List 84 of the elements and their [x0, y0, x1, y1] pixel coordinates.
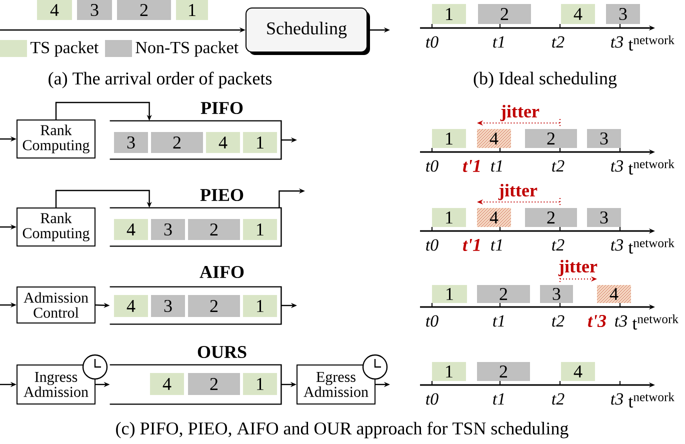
packet-block: 1: [243, 132, 277, 153]
packet-block: 1: [432, 208, 466, 227]
tick-label: t0: [426, 160, 438, 172]
packet-block: 2: [525, 129, 577, 148]
process-box: Egress Admission: [296, 364, 376, 404]
tick-label: t1: [493, 393, 504, 405]
packet-block: 1: [432, 285, 467, 303]
packet-block: 3: [540, 285, 573, 303]
packet-block: 4: [114, 295, 148, 317]
packet-block: 2: [188, 295, 240, 317]
tick-label: t0: [426, 393, 438, 405]
tick-label: t1: [493, 315, 504, 327]
tick-label: t'3: [588, 314, 606, 328]
process-box: Ingress Admission: [16, 364, 96, 404]
packet-block: 3: [151, 295, 185, 317]
packet-block: 3: [606, 4, 640, 24]
packet-block: 2: [477, 285, 530, 303]
packet-block: 3: [587, 129, 621, 148]
tick-label: t1: [491, 239, 502, 251]
packet-block: 4: [114, 219, 148, 240]
packet-block: 2: [151, 132, 203, 153]
tick-label: t0: [426, 239, 438, 251]
tick-label: t2: [552, 239, 564, 251]
tick-label: t'1: [463, 160, 480, 172]
packet-block: 4: [206, 132, 240, 153]
tick-label: t3: [611, 393, 624, 405]
tick-label: t3: [611, 160, 624, 172]
tick-label: t3: [611, 36, 624, 48]
packet-block: 4: [561, 4, 595, 24]
scheduler-box: Scheduling: [246, 8, 370, 55]
legend-label: Non-TS packet: [136, 41, 238, 57]
tick-label: t3: [611, 239, 624, 251]
tick-label: t2: [552, 36, 564, 48]
packet-block: 2: [478, 4, 531, 24]
hatched-packet: 4: [490, 212, 498, 224]
process-box: Rank Computing: [16, 120, 96, 158]
packet-block: 1: [432, 362, 466, 381]
packet-block: 4: [37, 0, 72, 20]
packet-block: 2: [188, 373, 240, 395]
process-box: Admission Control: [16, 286, 96, 324]
queue-title: PIFO: [200, 102, 243, 114]
packet-block: 2: [525, 208, 577, 227]
tick-label: t2: [552, 393, 564, 405]
axis-label: t$^{network}$: [632, 314, 678, 330]
tick-label: t1: [491, 160, 502, 172]
axis-label: t$^{network}$: [628, 392, 674, 408]
caption: (b) Ideal scheduling: [474, 72, 617, 88]
tick-label: t1: [493, 36, 504, 48]
packet-block: 3: [77, 0, 112, 20]
packet-block: 3: [151, 219, 185, 240]
caption: (a) The arrival order of packets: [48, 72, 272, 88]
packet-block: 2: [477, 362, 530, 381]
jitter-label: jitter: [500, 104, 540, 122]
axis-label: t$^{network}$: [628, 35, 674, 51]
axis-label: t$^{network}$: [628, 159, 674, 175]
packet-block: 1: [243, 219, 277, 240]
packet-block: 1: [243, 295, 277, 317]
hatched-packet: 4: [610, 288, 618, 300]
tick-label: t0: [426, 36, 438, 48]
packet-block: 2: [117, 0, 171, 20]
legend-label: TS packet: [30, 41, 99, 57]
tick-label: t0: [426, 315, 438, 327]
queue-title: OURS: [198, 346, 246, 358]
tick-label: t2: [552, 315, 564, 327]
packet-block: 4: [150, 373, 184, 395]
jitter-label: jitter: [558, 260, 598, 276]
packet-block: 3: [587, 208, 621, 227]
queue-title: PIEO: [200, 188, 244, 202]
jitter-label: jitter: [498, 184, 538, 200]
packet-block: 1: [432, 4, 466, 24]
packet-block: 1: [176, 0, 208, 20]
tick-label: t3: [615, 315, 628, 327]
process-box: Rank Computing: [16, 208, 96, 246]
packet-block: 4: [561, 362, 595, 381]
packet-block: 3: [114, 132, 148, 153]
hatched-packet: 4: [490, 132, 498, 144]
axis-label: t$^{network}$: [628, 238, 674, 254]
caption: (c) PIFO, PIEO, AIFO and OUR approach for TSN scheduling: [116, 422, 568, 438]
packet-block: 1: [243, 373, 277, 395]
tick-label: t2: [552, 160, 564, 172]
tick-label: t'1: [463, 238, 480, 252]
queue-title: AIFO: [200, 266, 244, 278]
packet-block: 2: [188, 219, 240, 240]
packet-block: 1: [432, 129, 466, 148]
